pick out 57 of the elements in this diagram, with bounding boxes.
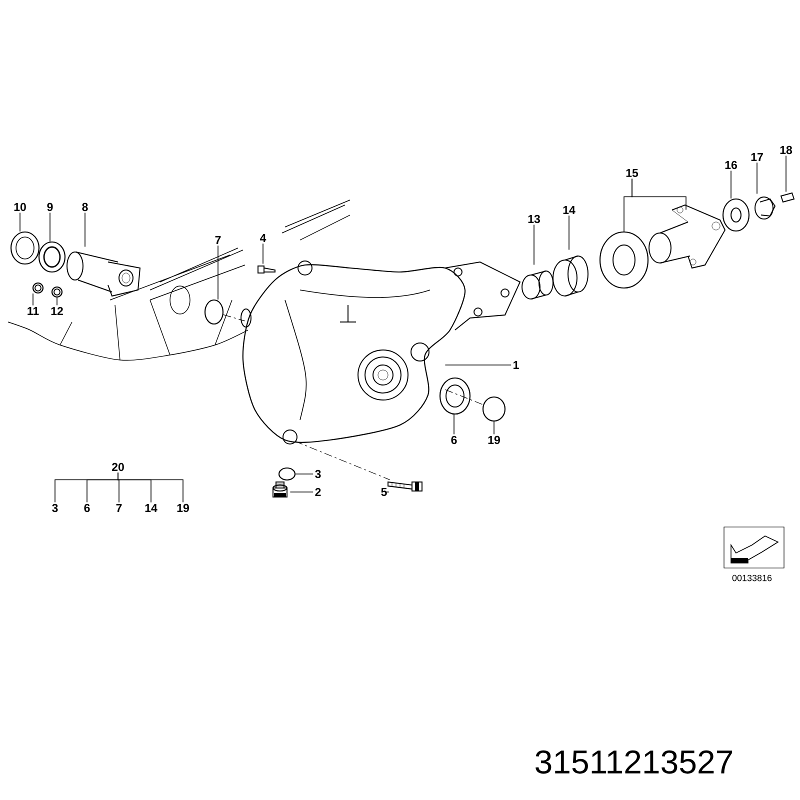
callout-number: 7 <box>116 504 122 512</box>
callout-number: 6 <box>451 436 457 444</box>
callout-number: 3 <box>52 504 58 512</box>
callout-number: 16 <box>725 160 737 170</box>
seal-drawing <box>439 377 471 415</box>
nut-drawing <box>32 282 44 294</box>
flange-drawing <box>648 204 726 269</box>
leader-line <box>756 162 758 194</box>
leader-line <box>444 364 512 366</box>
leader-line <box>118 472 184 503</box>
callout-number: 1 <box>514 361 519 369</box>
seal-drawing <box>10 231 40 265</box>
stamp-number: 00133816 <box>732 574 772 582</box>
callout-number: 18 <box>780 146 792 154</box>
callout-number: 15 <box>626 169 638 177</box>
leader-line <box>84 212 86 248</box>
callout-number: 10 <box>14 202 26 212</box>
snap-ring-drawing <box>482 396 506 422</box>
o-ring-drawing <box>204 299 224 325</box>
callout-number: 11 <box>28 307 39 315</box>
sleeve-drawing <box>522 270 554 300</box>
callout-number: 19 <box>488 436 500 444</box>
nut-drawing <box>51 286 63 298</box>
leader-line <box>632 178 686 210</box>
callout-number: 2 <box>315 488 321 496</box>
bearing-drawing <box>38 241 66 273</box>
leader-line <box>568 215 570 250</box>
seal-drawing <box>599 231 649 289</box>
callout-number: 8 <box>82 202 88 212</box>
washer-drawing <box>722 198 750 232</box>
leader-line <box>32 293 34 306</box>
callout-number: 7 <box>215 236 221 244</box>
callout-number: 14 <box>563 206 576 214</box>
callout-number: 19 <box>177 504 189 512</box>
plug-drawing <box>272 482 288 498</box>
leader-line <box>294 440 390 480</box>
callout-number: 14 <box>145 504 158 512</box>
part-number: 31511213527 <box>536 750 732 774</box>
callout-number: 12 <box>51 306 63 316</box>
callout-number: 17 <box>751 153 763 161</box>
callout-number: 5 <box>381 488 387 496</box>
leader-line <box>262 243 264 264</box>
sleeve-drawing <box>552 256 588 296</box>
callout-number: 6 <box>84 504 90 512</box>
callout-number: 4 <box>260 234 266 242</box>
leader-line <box>56 297 58 306</box>
leader-line <box>730 170 732 199</box>
o-ring-drawing <box>278 467 296 481</box>
tube-drawing <box>66 252 141 297</box>
bolt-drawing <box>258 266 276 274</box>
callout-number: 9 <box>47 202 53 212</box>
callout-number: 13 <box>528 214 540 224</box>
callout-number: 20 <box>112 462 124 472</box>
leader-line <box>223 314 246 322</box>
callout-number: 3 <box>315 470 321 478</box>
housing-drawing <box>240 260 521 444</box>
nut-drawing <box>754 196 776 220</box>
